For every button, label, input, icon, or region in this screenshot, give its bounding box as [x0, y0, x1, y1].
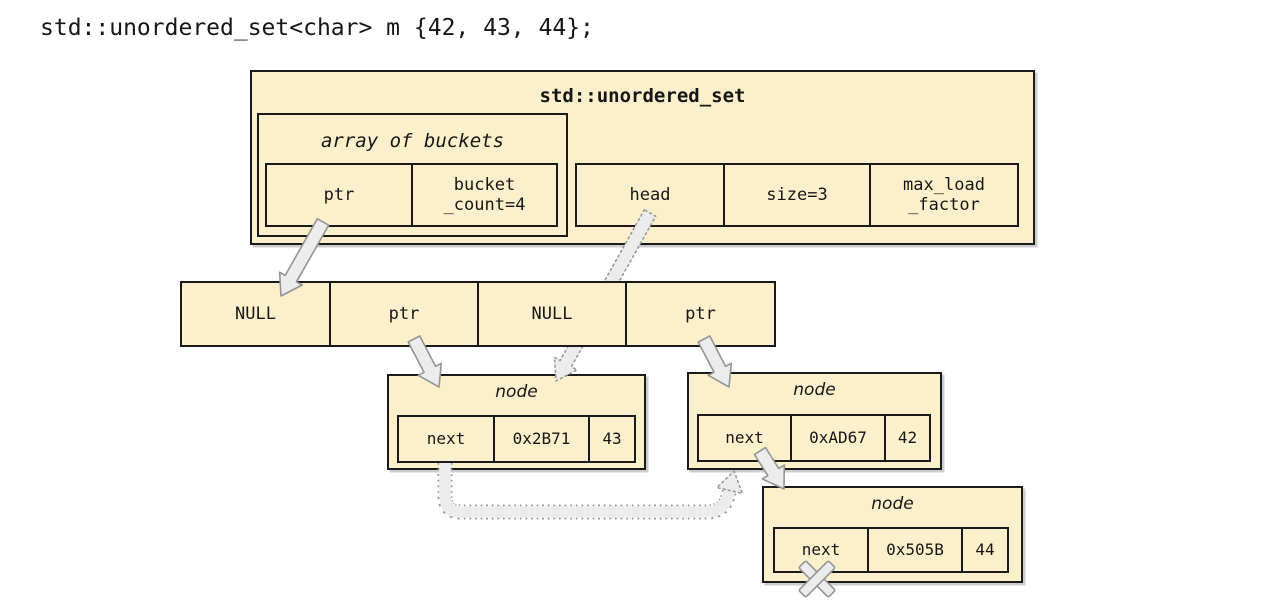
node-box-44: node next 0x505B 44	[762, 486, 1023, 583]
cell-max-load-factor: max_load _factor	[869, 165, 1017, 225]
array-of-buckets-label: array of buckets	[320, 130, 505, 152]
bucket-array-row: NULL ptr NULL ptr	[180, 281, 776, 347]
cell-next: next	[426, 429, 466, 449]
cell-next: next	[801, 540, 841, 560]
node-cells-row: next 0x505B 44	[773, 527, 1009, 573]
array-of-buckets-box: array of buckets ptr bucket _count=4	[257, 113, 568, 237]
node-title: node	[793, 380, 836, 400]
bucket-cell-0: NULL	[235, 303, 276, 324]
arrow-node43-next-to-node42-head-icon	[716, 470, 744, 495]
bucket-cell-3: ptr	[625, 283, 774, 345]
cell-value: 42	[884, 416, 929, 460]
bucket-cell-2: NULL	[477, 283, 625, 345]
bucket-count-line1: bucket	[453, 174, 516, 195]
bucket-cell-1: ptr	[329, 283, 477, 345]
cell-head: head	[629, 184, 671, 205]
set-fields-row: head size=3 max_load _factor	[575, 163, 1019, 227]
node-title: node	[871, 494, 914, 514]
cell-next: next	[725, 428, 764, 448]
cell-bucket-count: bucket _count=4	[411, 165, 556, 225]
arrow-node43-next-to-node42-fill-icon	[439, 463, 736, 518]
cell-buckets-ptr: ptr	[323, 184, 355, 205]
node-cells-row: next 0x2B71 43	[397, 415, 636, 463]
code-line: std::unordered_set<char> m {42, 43, 44};	[40, 15, 594, 41]
cell-address: 0x505B	[867, 529, 961, 571]
node-title: node	[495, 382, 538, 402]
cell-address: 0x2B71	[493, 417, 588, 461]
bucket-count-line2: _count=4	[443, 195, 526, 215]
unordered-set-box: std::unordered_set array of buckets ptr …	[250, 70, 1035, 245]
cell-address: 0xAD67	[790, 416, 884, 460]
max-load-line2: _factor	[908, 195, 980, 215]
cell-value: 43	[588, 417, 634, 461]
cell-size: size=3	[723, 165, 869, 225]
node-box-42: node next 0xAD67 42	[687, 372, 942, 470]
buckets-meta-row: ptr bucket _count=4	[265, 163, 558, 227]
max-load-line1: max_load	[903, 174, 985, 195]
node-box-43: node next 0x2B71 43	[387, 374, 646, 470]
node-cells-row: next 0xAD67 42	[697, 414, 931, 462]
arrow-node43-next-to-node42-outline-icon	[437, 463, 737, 520]
cell-value: 44	[961, 529, 1007, 571]
unordered-set-title: std::unordered_set	[539, 85, 746, 107]
